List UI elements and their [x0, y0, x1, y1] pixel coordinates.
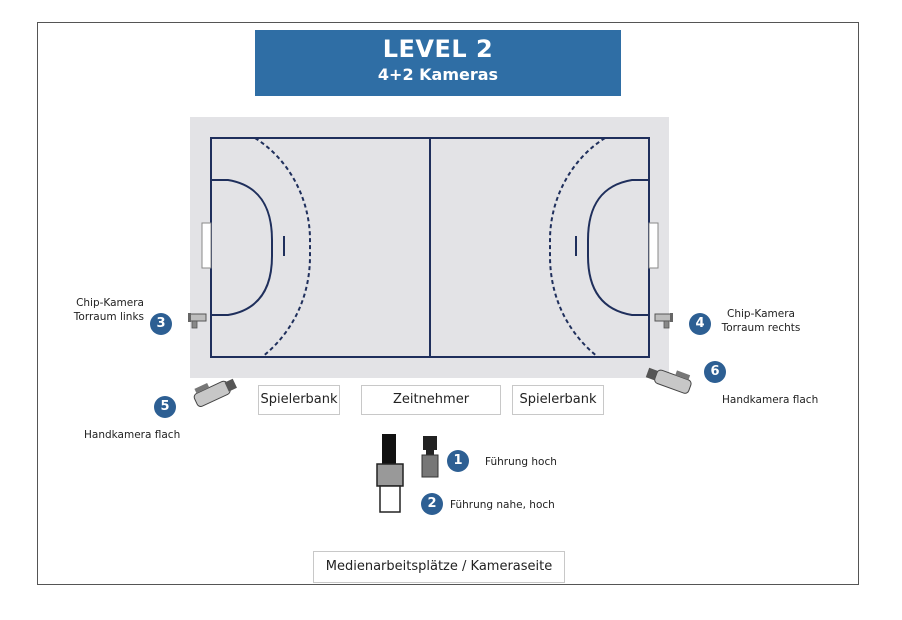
camera-1-label: Führung hoch [485, 456, 557, 468]
timekeeper-box: Zeitnehmer [361, 385, 501, 415]
camera-3-label: Chip-Kamera Torraum links [73, 297, 144, 323]
camera-2-label: Führung nahe, hoch [450, 499, 555, 511]
handheld-camera-right-icon [645, 367, 692, 394]
chip-camera-left-icon [188, 313, 207, 329]
goal-area-right [587, 179, 649, 316]
camera-3-badge: 3 [150, 313, 172, 335]
goal-right [648, 222, 659, 269]
free-throw-line-right [549, 137, 606, 358]
title-banner: LEVEL 2 4+2 Kameras [255, 30, 621, 96]
camera-6-badge: 6 [704, 361, 726, 383]
camera-4-label: Chip-Kamera Torraum rechts [721, 308, 801, 334]
bench-right-box: Spielerbank [512, 385, 604, 415]
free-throw-line-left [254, 137, 311, 358]
goal-left [201, 222, 212, 269]
goal-area-left [211, 179, 273, 316]
bench-left-box: Spielerbank [258, 385, 340, 415]
camera-count-subtitle: 4+2 Kameras [377, 65, 499, 84]
camera-1-badge: 1 [447, 450, 469, 472]
level-title: LEVEL 2 [382, 35, 494, 63]
main-camera-close-icon [376, 434, 404, 513]
camera-5-badge: 5 [154, 396, 176, 418]
camera-2-badge: 2 [421, 493, 443, 515]
media-box: Medienarbeitsplätze / Kameraseite [313, 551, 565, 583]
main-camera-high-icon [421, 436, 439, 478]
handheld-camera-left-icon [193, 378, 237, 407]
camera-5-label: Handkamera flach [84, 429, 181, 441]
diagram-frame [37, 22, 859, 585]
camera-6-label: Handkamera flach [722, 394, 819, 406]
camera-4-badge: 4 [689, 313, 711, 335]
chip-camera-right-icon [654, 313, 673, 329]
